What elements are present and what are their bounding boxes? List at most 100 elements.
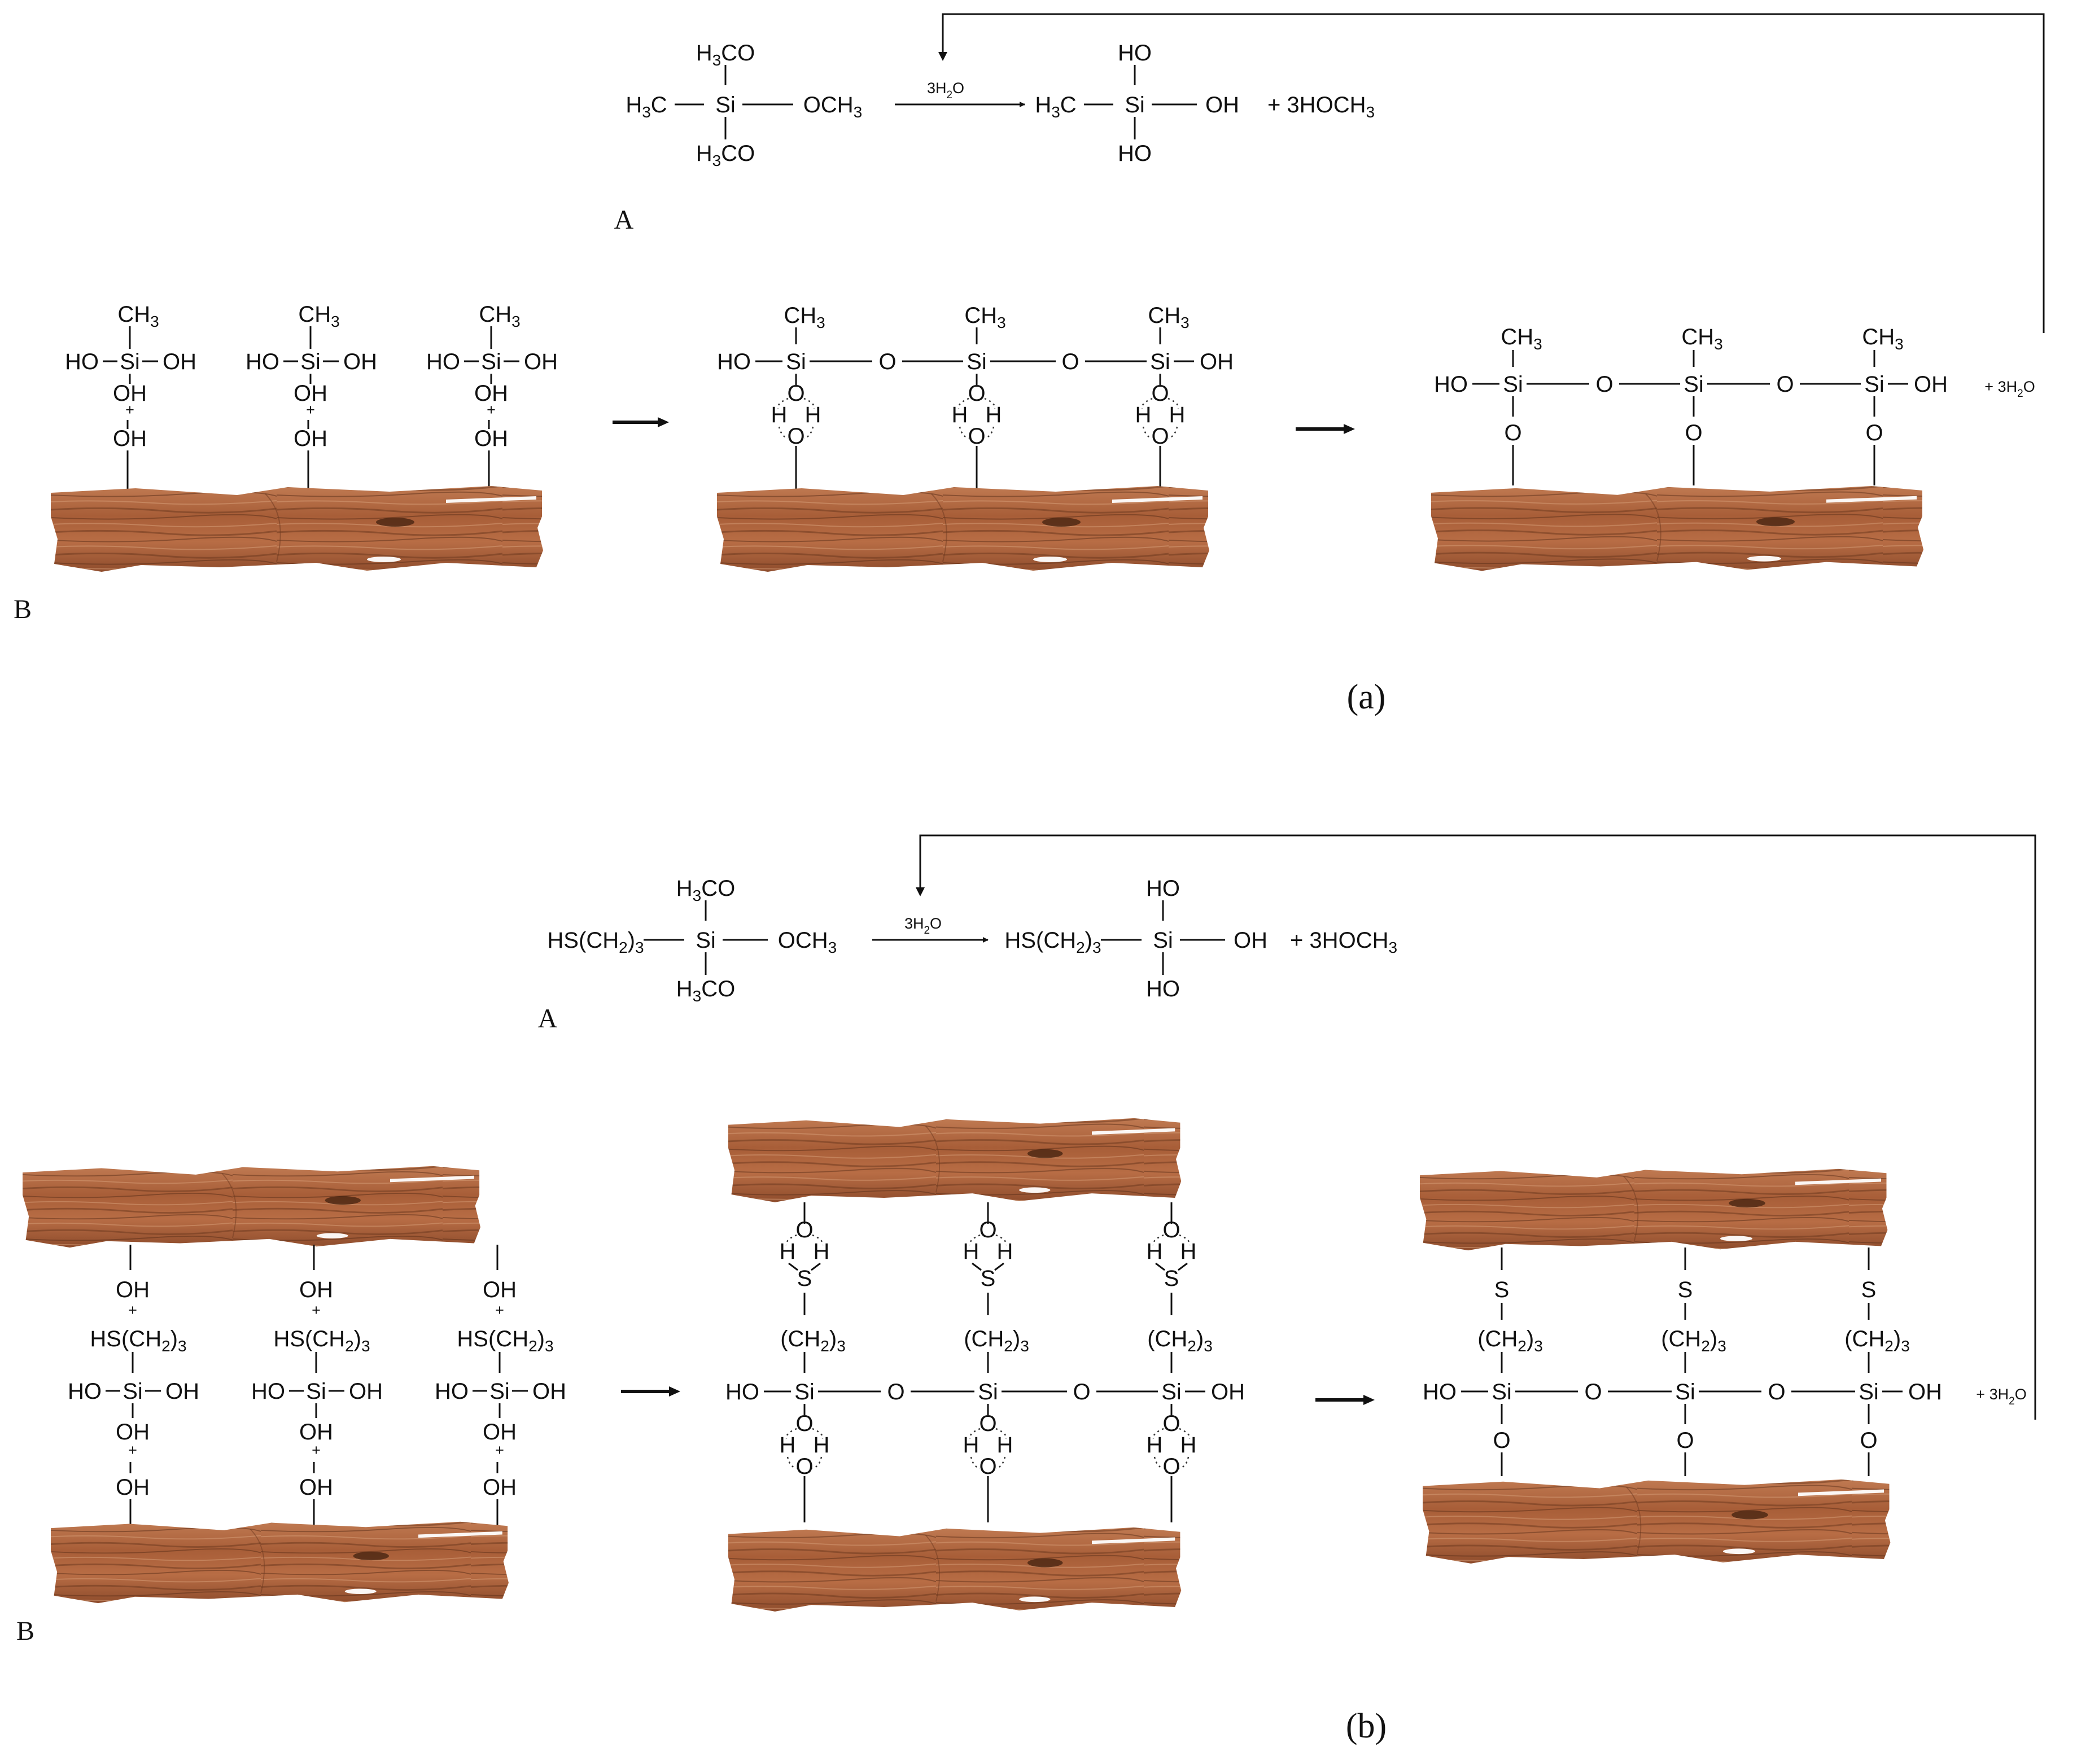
hydrogen-bond: [1142, 426, 1153, 439]
silicon-atom: Si: [715, 93, 736, 117]
surface-hydroxyl: OH: [113, 426, 147, 451]
hydrogen-atom: H: [963, 1433, 980, 1457]
oxygen-atom: O: [1493, 1428, 1510, 1453]
oxygen-atom: O: [1685, 421, 1702, 445]
hydrogen-atom: H: [1180, 1433, 1197, 1457]
hydrogen-bond: [786, 1456, 797, 1469]
silicon-atom: Si: [1675, 1380, 1695, 1404]
wood-substrate-image: [1422, 1478, 1891, 1564]
wood-substrate-image: [22, 1165, 481, 1249]
plus-sign: +: [487, 401, 496, 418]
wood-substrate-image: [728, 1117, 1182, 1203]
methyl-group: CH3: [1148, 303, 1189, 331]
silicon-atom: Si: [1125, 93, 1145, 117]
hydrogen-bond: [1179, 1456, 1190, 1469]
hydrogen-atom: H: [1169, 402, 1186, 427]
caption-b: (b): [1346, 1707, 1387, 1745]
hydrogen-bond: [812, 1456, 823, 1469]
oxygen-atom: O: [979, 1411, 996, 1436]
silicon-atom: Si: [120, 349, 140, 374]
label-B: B: [16, 1616, 34, 1646]
siloxane-oxygen: O: [1584, 1380, 1602, 1404]
wood-substrate-image: [50, 1521, 509, 1604]
hydroxyl-group: OH: [1908, 1380, 1942, 1404]
siloxane-oxygen: O: [1776, 372, 1794, 397]
propyl-chain: (CH2)3: [1147, 1327, 1213, 1355]
oxygen-atom: O: [1162, 1218, 1180, 1242]
caption-a: (a): [1347, 678, 1386, 716]
hydrogen-atom: H: [780, 1239, 796, 1264]
wood-substrate-image: [1419, 1168, 1888, 1251]
silicon-atom: Si: [1684, 372, 1704, 397]
recycle-line: [942, 13, 2045, 333]
silicon-atom: Si: [786, 349, 806, 374]
hydrogen-atom: H: [780, 1433, 796, 1457]
mercaptopropyl-group: HS(CH2)3: [457, 1327, 553, 1355]
product-right-group: OH: [1234, 928, 1267, 953]
hydroxyl-group: OH: [532, 1379, 566, 1404]
hydroxyl-group: HO: [725, 1380, 759, 1404]
siloxane-oxygen: O: [878, 349, 896, 374]
hydroxyl-group: HO: [435, 1379, 469, 1404]
hydroxyl-group: HO: [65, 349, 99, 374]
recycle-arrowhead: [938, 52, 947, 61]
plus-sign: +: [495, 1442, 504, 1459]
propyl-chain: (CH2)3: [1844, 1327, 1910, 1355]
product-left-group: H3C: [1035, 93, 1076, 121]
oxygen-atom: O: [787, 381, 804, 406]
recycle-line: [919, 834, 2036, 1420]
hydrogen-atom: H: [952, 402, 968, 427]
silicon-atom: Si: [481, 349, 501, 374]
bond-line: [788, 1262, 798, 1271]
silicon-atom: Si: [967, 349, 987, 374]
hydrogen-bond: [984, 426, 995, 439]
methyl-group: CH3: [117, 302, 159, 330]
hydroxyl-group: OH: [524, 349, 558, 374]
siloxane-oxygen: O: [1061, 349, 1079, 374]
sulfur-atom: S: [1494, 1277, 1510, 1302]
reaction-arrow: [621, 1386, 680, 1397]
wood-substrate-image: [50, 485, 544, 572]
hydrogen-atom: H: [814, 1239, 830, 1264]
silicon-atom: Si: [978, 1380, 998, 1404]
oxygen-atom: O: [968, 381, 985, 406]
reagent-label: 3H2O: [904, 915, 942, 936]
hydrogen-bond: [778, 426, 789, 439]
hydrogen-atom: H: [771, 402, 788, 427]
hydroxyl-group: OH: [165, 1379, 199, 1404]
sulfur-atom: S: [1164, 1266, 1179, 1291]
oxygen-atom: O: [787, 424, 804, 449]
hydroxyl-group: HO: [246, 349, 279, 374]
hydrogen-bond: [1153, 1456, 1164, 1469]
hydroxyl-group: OH: [1211, 1380, 1245, 1404]
hydroxyl-group: OH: [113, 381, 147, 406]
methyl-group: CH3: [298, 302, 339, 330]
propyl-chain: (CH2)3: [1477, 1327, 1543, 1355]
product-bottom-group: HO: [1146, 977, 1180, 1001]
surface-hydroxyl: OH: [294, 426, 327, 451]
plus-sign: +: [495, 1302, 504, 1319]
wood-substrate-image: [1431, 485, 1924, 572]
silicon-atom: Si: [300, 349, 321, 374]
propyl-chain: (CH2)3: [964, 1327, 1029, 1355]
plus-sign: +: [312, 1302, 321, 1319]
silicon-atom: Si: [306, 1379, 326, 1404]
oxygen-atom: O: [1504, 421, 1521, 445]
oxygen-atom: O: [979, 1218, 996, 1242]
surface-hydroxyl: OH: [483, 1277, 517, 1302]
bond-line: [811, 1262, 821, 1271]
surface-hydroxyl: OH: [299, 1475, 333, 1500]
sulfur-atom: S: [1861, 1277, 1877, 1302]
silicon-atom: Si: [1859, 1380, 1879, 1404]
plus-sign: +: [306, 401, 315, 418]
released-water-label: + 3H2O: [1976, 1386, 2026, 1407]
product-left-group: HS(CH2)3: [1004, 928, 1101, 956]
methyl-group: CH3: [1681, 325, 1722, 353]
oxygen-atom: O: [1865, 421, 1883, 445]
reactant-left-group: HS(CH2)3: [547, 928, 644, 956]
reagent-label: 3H2O: [927, 80, 964, 101]
reactant-bottom-group: H3CO: [676, 977, 735, 1005]
product-top-group: HO: [1146, 876, 1180, 901]
